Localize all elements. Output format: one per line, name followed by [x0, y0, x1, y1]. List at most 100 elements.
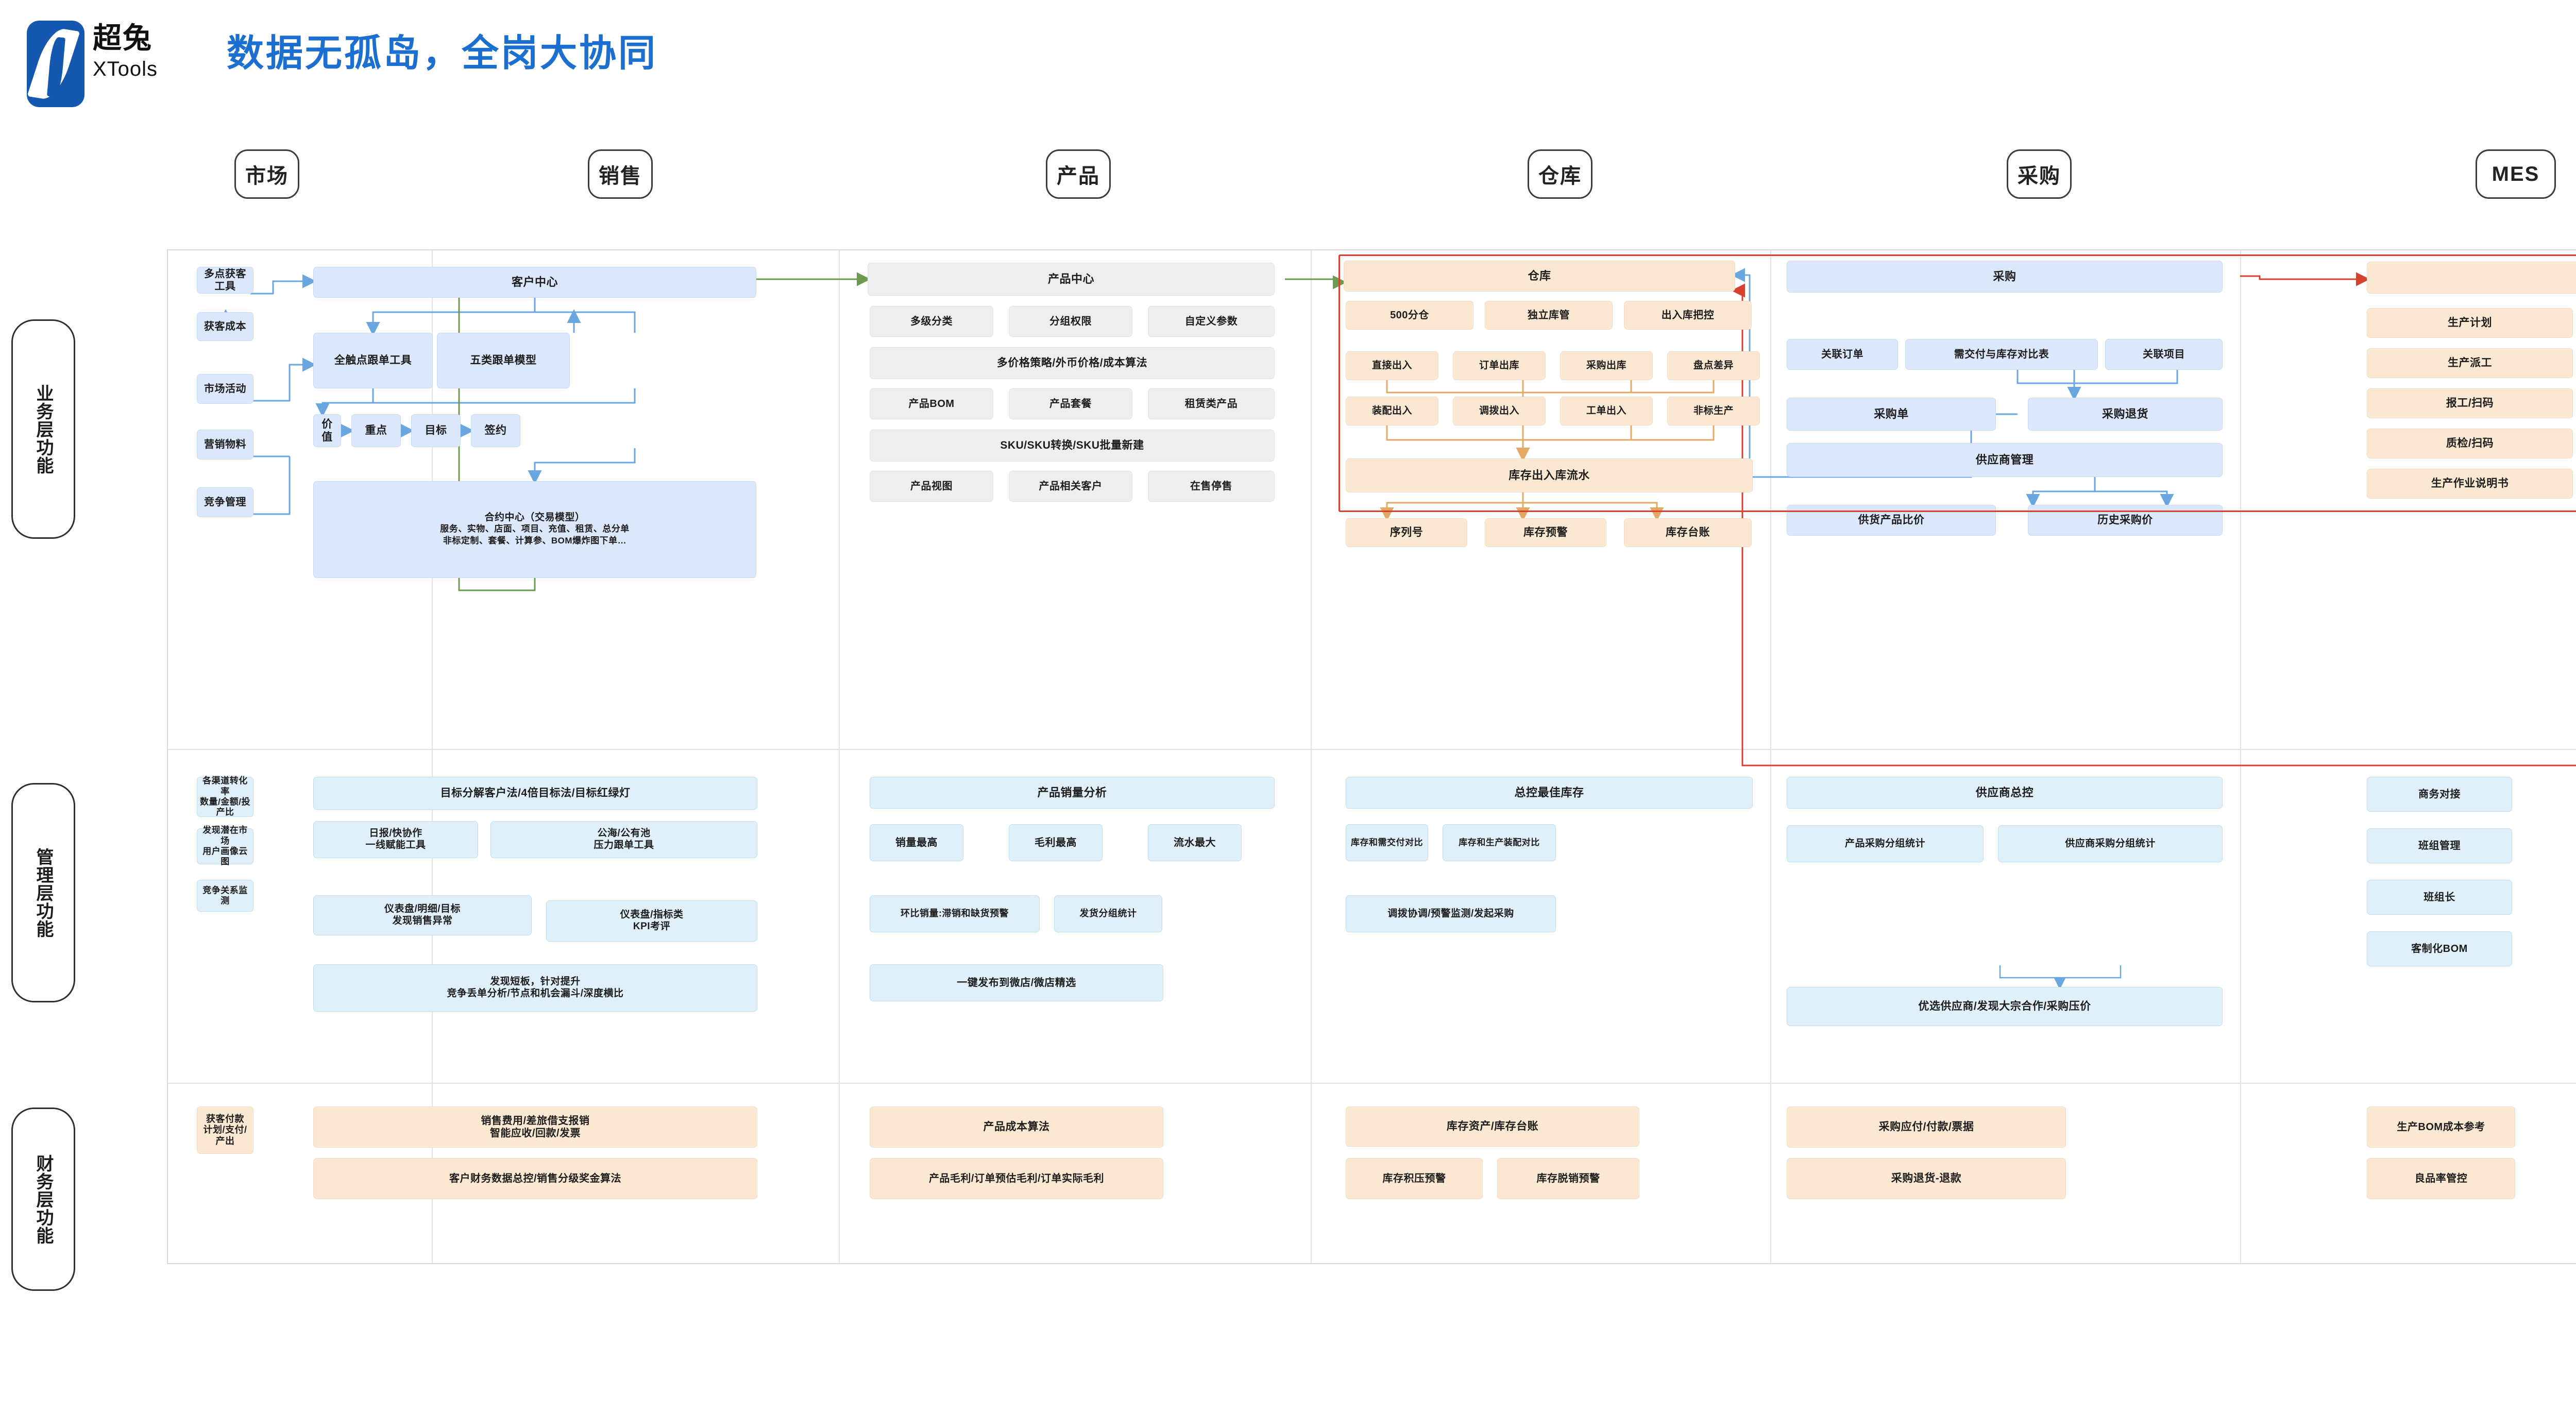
node-mgmt-purchase-r1-0[interactable]: 产品采购分组统计: [1787, 825, 1984, 862]
node-product-r3-2[interactable]: 租赁类产品: [1148, 388, 1275, 419]
node-sales-center[interactable]: 客户中心: [313, 267, 756, 298]
node-product-r1-0[interactable]: 多级分类: [870, 306, 993, 337]
node-mes-8[interactable]: 生产作业说明书: [2367, 469, 2573, 499]
node-fin-purchase-1[interactable]: 采购退货-退款: [1787, 1158, 2066, 1199]
node-mgmt-product-r3[interactable]: 一键发布到微店/微店精选: [870, 964, 1163, 1001]
node-warehouse-r1-2[interactable]: 出入库把控: [1624, 301, 1752, 330]
node-product-r4[interactable]: SKU/SKU转换/SKU批量新建: [870, 430, 1275, 462]
node-warehouse-r3-2[interactable]: 工单出入: [1560, 397, 1653, 425]
node-product-center[interactable]: 产品中心: [868, 263, 1275, 296]
node-mgmt-sales-p2-0[interactable]: 仪表盘/明细/目标 发现销售异常: [313, 895, 532, 935]
col-divider-2: [839, 250, 840, 1263]
node-warehouse-r4-0[interactable]: 序列号: [1346, 518, 1467, 547]
node-mgmt-sales-top[interactable]: 目标分解客户法/4倍目标法/目标红绿灯: [313, 777, 757, 810]
node-mgmt-product-r2-1[interactable]: 发货分组统计: [1054, 895, 1162, 932]
node-mgmt-market-2[interactable]: 竞争关系监测: [197, 880, 253, 912]
node-warehouse-r3-1[interactable]: 调拨出入: [1453, 397, 1546, 425]
node-fin-sales-0[interactable]: 销售费用/差旅借支报销 智能应收/回款/发票: [313, 1106, 757, 1148]
node-mgmt-sales-p2-1[interactable]: 仪表盘/指标类 KPI考评: [546, 900, 757, 942]
node-mgmt-warehouse-r1-1[interactable]: 库存和生产装配对比: [1443, 824, 1556, 861]
node-sales-stage-3[interactable]: 签约: [471, 414, 520, 447]
node-product-r2[interactable]: 多价格策略/外币价格/成本算法: [870, 347, 1275, 379]
node-sales-stage-2[interactable]: 目标: [411, 414, 461, 447]
node-product-r5-1[interactable]: 产品相关客户: [1009, 471, 1132, 502]
xtools-logo: 超兔 XTools: [27, 19, 157, 111]
node-warehouse-r4-1[interactable]: 库存预警: [1485, 518, 1606, 547]
node-mgmt-mes-2[interactable]: 班组管理: [2367, 828, 2512, 863]
node-mgmt-warehouse-r2[interactable]: 调拨协调/预警监测/发起采购: [1346, 895, 1556, 932]
node-mgmt-mes-0[interactable]: 商务对接: [2367, 777, 2512, 812]
node-fin-sales-1[interactable]: 客户财务数据总控/销售分级奖金算法: [313, 1158, 757, 1199]
node-sales-stage-1[interactable]: 重点: [351, 414, 401, 447]
node-mgmt-product-r1-0[interactable]: 销量最高: [870, 824, 963, 861]
node-fin-mes-0[interactable]: 生产BOM成本参考: [2367, 1106, 2515, 1148]
node-mes-6[interactable]: 质检/扫码: [2367, 429, 2573, 458]
node-purchase-r1-2[interactable]: 关联项目: [2105, 339, 2223, 370]
node-mgmt-purchase-r1-1[interactable]: 供应商采购分组统计: [1998, 825, 2223, 862]
node-fin-market-0[interactable]: 获客付款 计划/支付/产出: [197, 1106, 253, 1154]
node-mgmt-purchase-r2[interactable]: 优选供应商/发现大宗合作/采购压价: [1787, 987, 2223, 1026]
node-warehouse-r2-2[interactable]: 采购出库: [1560, 351, 1653, 380]
capability-matrix: 多点获客工具 获客成本 市场活动 营销物料 竞争管理 客户中心 全触点跟单工具 …: [167, 249, 2576, 1264]
node-mes-4[interactable]: 报工/扫码: [2367, 388, 2573, 418]
node-warehouse-r2-3[interactable]: 盘点差异: [1667, 351, 1760, 380]
node-mgmt-mes-6[interactable]: 客制化BOM: [2367, 931, 2512, 966]
node-purchase-r3-1[interactable]: 历史采购价: [2028, 505, 2223, 536]
node-mgmt-sales-bottom[interactable]: 发现短板，针对提升 竞争丢单分析/节点和机会漏斗/深度横比: [313, 964, 757, 1012]
node-product-r5-2[interactable]: 在售停售: [1148, 471, 1275, 502]
node-mes-2[interactable]: 生产派工: [2367, 348, 2573, 378]
node-mgmt-product-r1-1[interactable]: 毛利最高: [1009, 824, 1103, 861]
node-mgmt-market-0[interactable]: 各渠道转化率 数量/金额/投产比: [197, 776, 253, 817]
node-mgmt-sales-p1-0[interactable]: 日报/快协作 一线赋能工具: [313, 821, 478, 858]
node-product-r3-0[interactable]: 产品BOM: [870, 388, 993, 419]
node-fin-warehouse-0[interactable]: 库存积压预警: [1346, 1158, 1483, 1199]
node-purchase-r1-1[interactable]: 需交付与库存对比表: [1905, 339, 2098, 370]
node-fin-warehouse-top[interactable]: 库存资产/库存台账: [1346, 1106, 1639, 1147]
node-market-2[interactable]: 市场活动: [197, 374, 253, 404]
node-fin-product-1[interactable]: 产品毛利/订单预估毛利/订单实际毛利: [870, 1158, 1163, 1199]
node-purchase-r2-0[interactable]: 采购单: [1787, 398, 1996, 431]
node-mgmt-mes-4[interactable]: 班组长: [2367, 880, 2512, 915]
node-sales-contract[interactable]: 合约中心（交易模型） 服务、实物、店面、项目、充值、租赁、总分单 非标定制、套餐…: [313, 481, 756, 578]
node-product-r1-2[interactable]: 自定义参数: [1148, 306, 1275, 337]
node-purchase-r2-1[interactable]: 采购退货: [2028, 398, 2223, 431]
node-warehouse-r3-0[interactable]: 装配出入: [1346, 397, 1438, 425]
node-mgmt-warehouse-top[interactable]: 总控最佳库存: [1346, 777, 1753, 809]
node-mes-center[interactable]: 生产: [2367, 262, 2576, 294]
node-mgmt-product-r1-2[interactable]: 流水最大: [1148, 824, 1242, 861]
node-mgmt-product-r2-0[interactable]: 环比销量:滞销和缺货预警: [870, 895, 1040, 932]
node-market-0[interactable]: 多点获客工具: [197, 267, 253, 294]
node-market-4[interactable]: 竞争管理: [197, 487, 253, 517]
contract-title: 合约中心（交易模型）: [484, 512, 585, 523]
node-warehouse-flow[interactable]: 库存出入库流水: [1346, 458, 1753, 492]
node-market-1[interactable]: 获客成本: [197, 312, 253, 341]
node-market-3[interactable]: 营销物料: [197, 430, 253, 459]
node-warehouse-r1-0[interactable]: 500分仓: [1346, 301, 1473, 330]
node-mgmt-market-1[interactable]: 发现潜在市场 用户画像云图: [197, 825, 253, 866]
node-purchase-supplier[interactable]: 供应商管理: [1787, 443, 2223, 477]
node-mgmt-product-top[interactable]: 产品销量分析: [870, 777, 1275, 809]
node-mgmt-purchase-top[interactable]: 供应商总控: [1787, 777, 2223, 809]
node-fin-product-0[interactable]: 产品成本算法: [870, 1106, 1163, 1148]
node-warehouse-center[interactable]: 仓库: [1344, 261, 1735, 292]
node-warehouse-r1-1[interactable]: 独立库管: [1485, 301, 1613, 330]
node-mgmt-warehouse-r1-0[interactable]: 库存和需交付对比: [1346, 824, 1428, 861]
node-warehouse-r3-3[interactable]: 非标生产: [1667, 397, 1760, 425]
node-sales-tool-0[interactable]: 全触点跟单工具: [313, 333, 433, 388]
node-mes-0[interactable]: 生产计划: [2367, 308, 2573, 338]
node-sales-tool-1[interactable]: 五类跟单模型: [437, 333, 570, 388]
node-product-r1-1[interactable]: 分组权限: [1009, 306, 1132, 337]
node-fin-mes-2[interactable]: 良品率管控: [2367, 1158, 2515, 1199]
node-mgmt-sales-p1-1[interactable]: 公海/公有池 压力跟单工具: [490, 821, 757, 858]
node-warehouse-r4-2[interactable]: 库存台账: [1624, 518, 1752, 547]
node-sales-stage-0[interactable]: 价值: [313, 414, 341, 447]
node-product-r5-0[interactable]: 产品视图: [870, 471, 993, 502]
node-warehouse-r2-1[interactable]: 订单出库: [1453, 351, 1546, 380]
node-purchase-r1-0[interactable]: 关联订单: [1787, 339, 1898, 370]
node-fin-warehouse-1[interactable]: 库存脱销预警: [1497, 1158, 1639, 1199]
node-purchase-r3-0[interactable]: 供货产品比价: [1787, 505, 1996, 536]
node-product-r3-1[interactable]: 产品套餐: [1009, 388, 1132, 419]
node-fin-purchase-0[interactable]: 采购应付/付款/票据: [1787, 1106, 2066, 1148]
node-warehouse-r2-0[interactable]: 直接出入: [1346, 351, 1438, 380]
node-purchase-center[interactable]: 采购: [1787, 261, 2223, 293]
